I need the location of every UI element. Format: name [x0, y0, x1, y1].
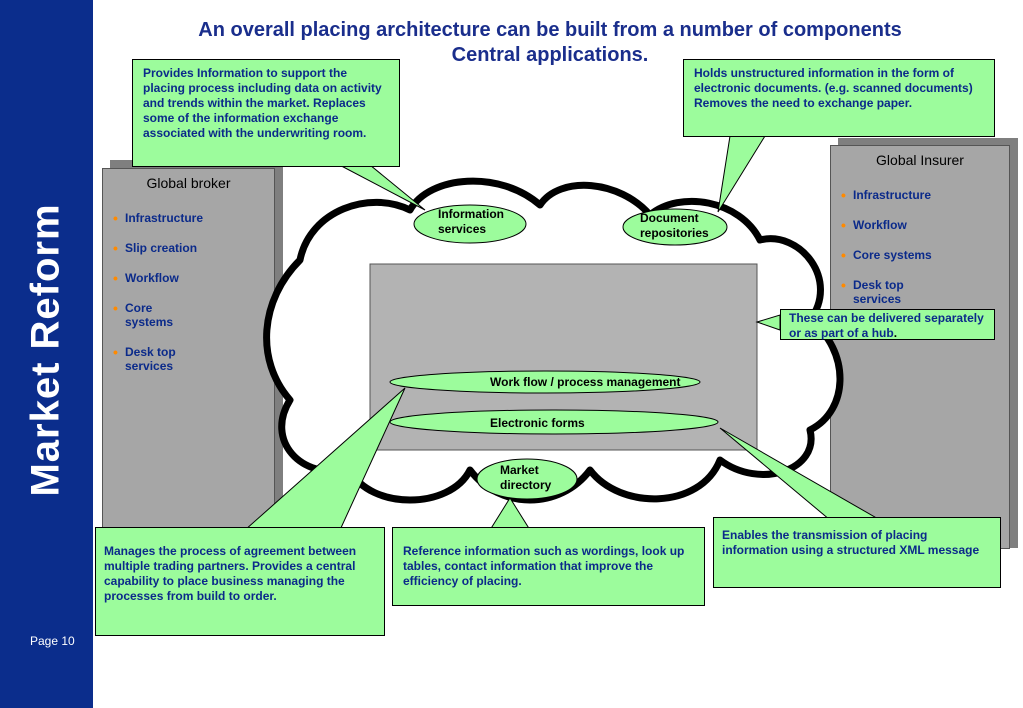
insurer-item: Core systems	[831, 248, 1009, 262]
sidebar: Market Reform Page 10	[0, 0, 93, 708]
global-insurer-title: Global Insurer	[876, 152, 964, 168]
insurer-item: Workflow	[831, 218, 1009, 232]
global-broker-panel: Global broker Infrastructure Slip creati…	[102, 168, 275, 530]
electronic-forms-oval	[389, 409, 719, 435]
workflow-oval	[389, 370, 701, 394]
market-directory-oval	[476, 458, 578, 500]
information-services-oval	[413, 204, 527, 244]
page-number: Page 10	[30, 634, 75, 648]
insurer-item: Desk top services	[831, 278, 923, 306]
info-services-callout: Provides Information to support the plac…	[132, 59, 400, 167]
broker-item: Workflow	[103, 271, 274, 285]
hub-callout: These can be delivered separately or as …	[780, 309, 995, 340]
broker-item: Core systems	[103, 301, 185, 329]
global-insurer-panel: Global Insurer Infrastructure Workflow C…	[830, 145, 1010, 549]
slide-title: An overall placing architecture can be b…	[120, 18, 980, 68]
document-repos-callout: Holds unstructured information in the fo…	[683, 59, 995, 137]
insurer-item: Infrastructure	[831, 188, 1009, 202]
hub-callout-period: .	[893, 326, 898, 340]
hub-callout-text: These can be delivered separately or as …	[789, 311, 984, 340]
docs-callout-pointer	[717, 135, 766, 213]
electronic-forms-callout: Enables the transmission of placing info…	[713, 517, 1001, 588]
broker-item: Slip creation	[103, 241, 274, 255]
broker-item: Desk top services	[103, 345, 195, 373]
market-directory-label: Market directory	[500, 463, 552, 492]
document-repositories-label: Document repositories	[640, 211, 709, 240]
title-line-1: An overall placing architecture can be b…	[198, 19, 902, 41]
global-broker-list: Infrastructure Slip creation Workflow Co…	[103, 211, 274, 373]
global-broker-title: Global broker	[146, 175, 231, 191]
broker-item: Infrastructure	[103, 211, 274, 225]
workflow-label: Work flow / process management	[490, 375, 681, 389]
title-line-2: Central applications.	[451, 44, 649, 66]
information-services-label: Information services	[438, 207, 504, 236]
electronic-forms-label: Electronic forms	[490, 416, 585, 430]
reference-callout: Reference information such as wordings, …	[392, 527, 705, 606]
workflow-callout: Manages the process of agreement between…	[95, 527, 385, 636]
global-insurer-list: Infrastructure Workflow Core systems Des…	[831, 188, 1009, 306]
document-repositories-oval	[622, 208, 728, 246]
